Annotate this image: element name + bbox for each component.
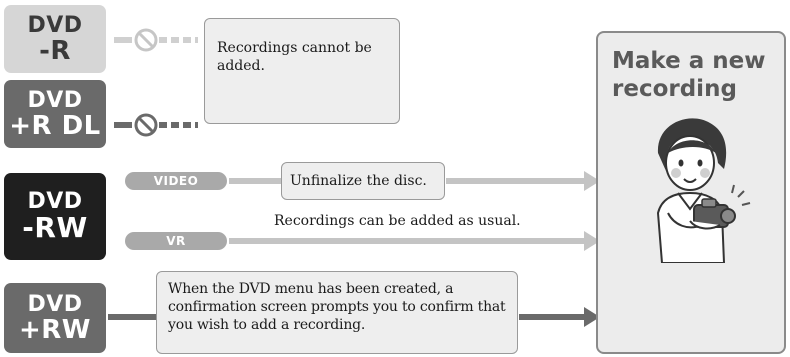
cannot-add-box: Recordings cannot be added. [204, 18, 400, 124]
video-mode-pill: VIDEO [125, 172, 227, 190]
vr-mode-connector [229, 231, 600, 251]
disc-dvd-prw-badge: DVD +RW [4, 283, 106, 353]
disc-line2: -RW [22, 211, 88, 244]
disc-line1: DVD [27, 12, 83, 38]
panel-title: Make a new recording [612, 47, 765, 103]
prohibited-icon [134, 113, 158, 137]
prohibited-icon [134, 28, 158, 52]
arrow-right-icon [584, 171, 600, 191]
disc-dvd-rdl-badge: DVD +R DL [4, 80, 106, 148]
unfinalize-box: Unfinalize the disc. [281, 162, 445, 200]
added-as-usual-note: Recordings can be added as usual. [274, 213, 521, 229]
disc-dvd-rw-badge: DVD -RW [4, 173, 106, 260]
dvd-prw-connector [108, 307, 600, 327]
disc-line1: DVD [27, 87, 83, 113]
disc-line2: +RW [19, 314, 91, 345]
arrow-right-icon [584, 231, 600, 251]
panel-title-line2: recording [612, 76, 737, 102]
disc-line1: DVD [27, 189, 83, 214]
panel-title-line1: Make a new [612, 48, 766, 74]
vr-mode-pill: VR [125, 232, 227, 250]
disc-dvd-r-badge: DVD -R [4, 5, 106, 73]
confirmation-box: When the DVD menu has been created, a co… [156, 271, 518, 354]
disc-line2: +R DL [9, 110, 101, 141]
disc-line2: -R [39, 35, 71, 66]
make-new-recording-panel: Make a new recording [596, 31, 786, 354]
video-mode-connector [229, 171, 600, 191]
disc-line1: DVD [27, 291, 83, 317]
camcorder-user-illustration [656, 118, 751, 263]
arrow-right-icon [584, 307, 600, 327]
